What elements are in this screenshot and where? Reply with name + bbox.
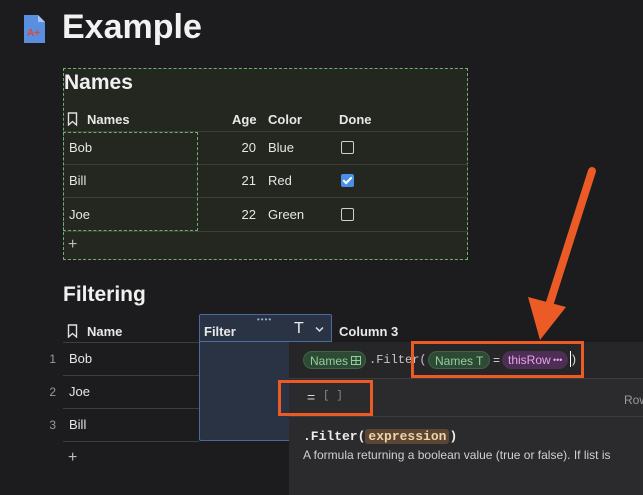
row-number: 2 bbox=[49, 385, 56, 399]
text-cursor bbox=[570, 351, 571, 367]
cell-color[interactable]: Blue bbox=[268, 140, 295, 155]
help-signature: .Filter(expression) bbox=[303, 429, 458, 444]
row-divider bbox=[63, 131, 468, 132]
bookmark-icon bbox=[67, 324, 78, 338]
close-paren: ) bbox=[572, 352, 576, 366]
document-icon: A+ bbox=[24, 15, 45, 43]
result-equals: = bbox=[307, 389, 316, 405]
bookmark-icon bbox=[67, 112, 78, 126]
column-header-filter[interactable]: Filter bbox=[204, 324, 236, 339]
column-header-column3[interactable]: Column 3 bbox=[339, 324, 399, 339]
column-header-names[interactable]: Names bbox=[87, 112, 130, 127]
row-divider bbox=[63, 231, 468, 232]
help-signature-arg: expression bbox=[365, 429, 450, 444]
more-icon: ••• bbox=[553, 355, 563, 365]
text-type-icon: T bbox=[476, 354, 484, 368]
row-label: Row bbox=[624, 393, 643, 407]
done-checkbox-checked[interactable] bbox=[341, 174, 354, 187]
formula-result-row bbox=[289, 380, 643, 417]
row-divider bbox=[63, 197, 468, 198]
annotation-arrow bbox=[528, 167, 596, 340]
names-table-heading: Names bbox=[64, 71, 133, 94]
row-divider bbox=[63, 375, 199, 376]
cell-color[interactable]: Red bbox=[268, 173, 292, 188]
chevron-down-icon[interactable] bbox=[315, 326, 324, 333]
column-header-done[interactable]: Done bbox=[339, 112, 372, 127]
done-checkbox[interactable] bbox=[341, 141, 354, 154]
row-divider bbox=[63, 342, 199, 343]
equals-operator: = bbox=[493, 353, 501, 367]
column-header-age[interactable]: Age bbox=[232, 112, 257, 127]
cell-age[interactable]: 20 bbox=[241, 140, 256, 155]
formula-help-panel bbox=[289, 418, 643, 495]
row-divider bbox=[63, 164, 468, 165]
column-header-name[interactable]: Name bbox=[87, 324, 123, 339]
add-row-button[interactable]: + bbox=[68, 449, 78, 466]
row-divider bbox=[63, 441, 199, 442]
cell-name[interactable]: Bob bbox=[69, 351, 93, 366]
filter-column-header-divider bbox=[199, 341, 332, 342]
svg-text:A+: A+ bbox=[27, 28, 40, 39]
this-row-chip[interactable]: thisRow ••• bbox=[502, 351, 568, 369]
page-title: Example bbox=[62, 8, 202, 46]
done-checkbox[interactable] bbox=[341, 208, 354, 221]
column-drag-handle[interactable]: •••• bbox=[257, 315, 273, 324]
cell-name[interactable]: Bob bbox=[69, 140, 93, 155]
help-description: A formula returning a boolean value (tru… bbox=[303, 448, 611, 462]
cell-name[interactable]: Joe bbox=[69, 207, 90, 222]
add-row-button[interactable]: + bbox=[68, 236, 78, 253]
cell-age[interactable]: 21 bbox=[241, 173, 256, 188]
cell-age[interactable]: 22 bbox=[241, 207, 256, 222]
table-reference-chip[interactable]: Names bbox=[303, 351, 366, 369]
cell-name[interactable]: Bill bbox=[69, 173, 87, 188]
column-reference-chip[interactable]: Names T bbox=[428, 351, 490, 369]
row-number: 3 bbox=[49, 418, 56, 432]
cell-name[interactable]: Bill bbox=[69, 417, 87, 432]
row-number: 1 bbox=[49, 352, 56, 366]
result-value-empty-list: [ ] bbox=[323, 390, 343, 402]
table-icon bbox=[351, 356, 361, 365]
selected-cells-outline bbox=[63, 132, 198, 231]
cell-color[interactable]: Green bbox=[268, 207, 305, 222]
cell-name[interactable]: Joe bbox=[69, 384, 90, 399]
result-highlight bbox=[278, 380, 373, 416]
formula-arguments-highlight bbox=[411, 341, 584, 378]
filtering-table-heading: Filtering bbox=[63, 283, 146, 306]
column-header-color[interactable]: Color bbox=[268, 112, 302, 127]
text-type-icon[interactable]: T bbox=[294, 320, 304, 337]
row-divider bbox=[63, 408, 199, 409]
